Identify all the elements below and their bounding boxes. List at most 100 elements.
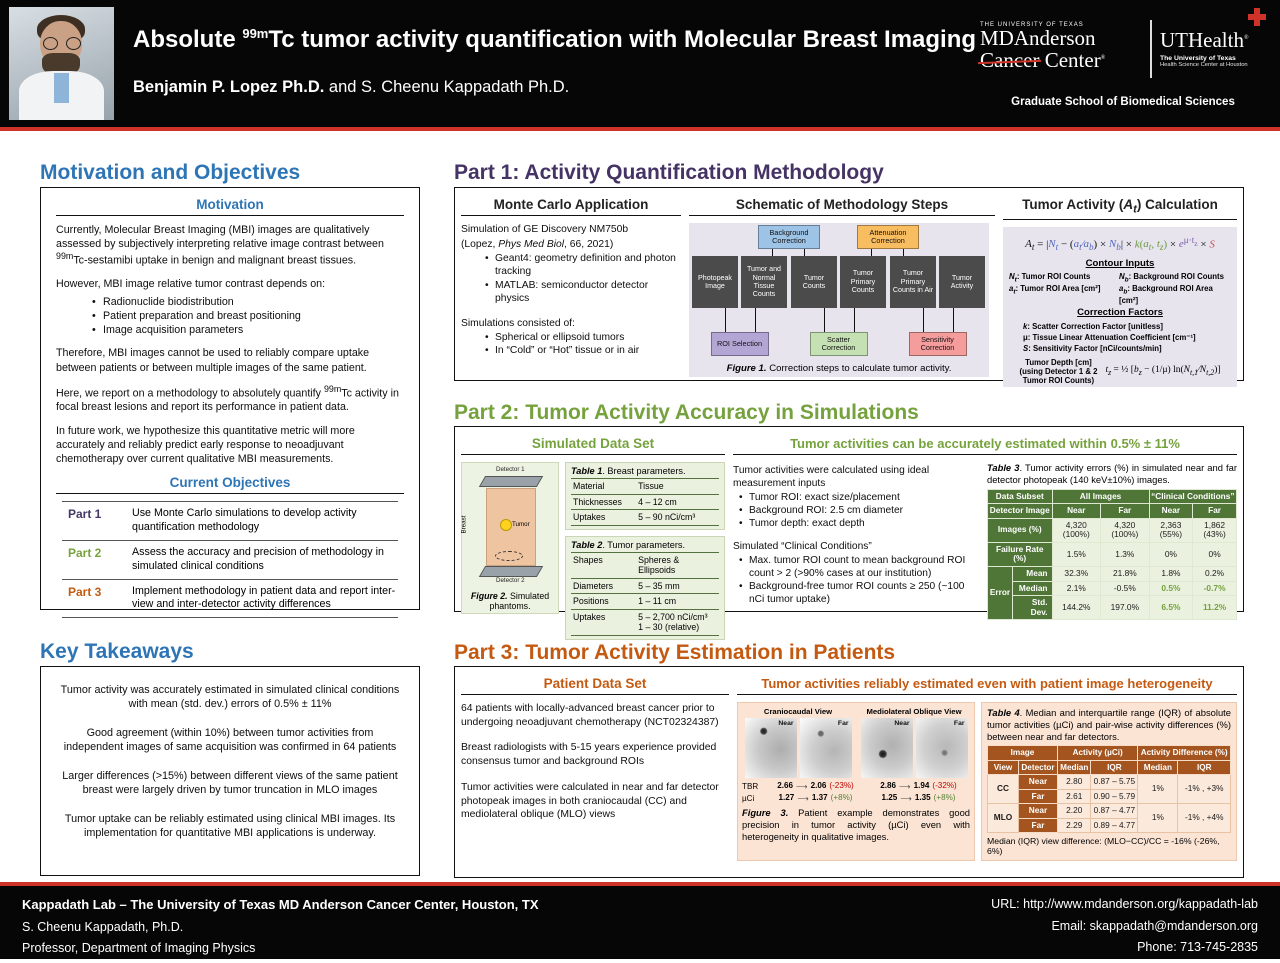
motivation-paragraph: Here, we report on a methodology to abso… bbox=[56, 383, 399, 414]
arrow-icon: ⟶ bbox=[796, 782, 808, 791]
patient-data-paragraph: 64 patients with locally-advanced breast… bbox=[461, 703, 719, 728]
diff-iqr-cell: -1% , +3% bbox=[1177, 774, 1231, 805]
patient-data-paragraph: Breast radiologists with 5-15 years expe… bbox=[461, 742, 717, 768]
takeaway-item: Tumor uptake can be reliably estimated u… bbox=[64, 812, 396, 840]
image-label: Near bbox=[778, 720, 794, 727]
objective-text: Implement methodology in patient data an… bbox=[132, 584, 396, 611]
param-name: Diameters bbox=[571, 577, 637, 594]
bullet-item: Patient preparation and breast positioni… bbox=[92, 309, 404, 323]
table-row: Images (%)4,320 (100%)4,320 (100%)2,363 … bbox=[987, 517, 1237, 543]
part2-results-panel: Tumor activities can be accurately estim… bbox=[733, 433, 1238, 621]
contour-input: at: Tumor ROI Area [cm²] bbox=[1009, 284, 1101, 296]
takeaway-item: Tumor activity was accurately estimated … bbox=[60, 684, 400, 711]
col-header: Far bbox=[1100, 503, 1150, 519]
data-cell: 0% bbox=[1192, 541, 1237, 567]
bullet-item: Radionuclide biodistribution bbox=[92, 295, 404, 309]
value-pct: (-32%) bbox=[932, 781, 957, 790]
data-cell: 197.0% bbox=[1100, 595, 1150, 621]
param-name: Positions bbox=[571, 593, 637, 610]
image-label: Far bbox=[953, 720, 965, 727]
bullet-item: In “Cold” or “Hot” tissue or in air bbox=[485, 344, 681, 358]
objective-part-label: Part 2 bbox=[68, 545, 102, 560]
figure3-caption: Figure 3. Patient example demonstrates g… bbox=[742, 807, 970, 842]
bullet-item: Tumor depth: exact depth bbox=[739, 517, 979, 531]
divider bbox=[733, 454, 1237, 455]
bullet-item: Geant4: geometry definition and photon t… bbox=[485, 252, 681, 279]
ut-small-text: THE UNIVERSITY OF TEXAS bbox=[980, 22, 1084, 28]
flow-correction-box: Background Correction bbox=[758, 225, 820, 249]
col-header: Detector Image bbox=[987, 503, 1053, 519]
flow-step-box: Tumor Primary Counts in Air bbox=[890, 256, 936, 308]
bullet-item: Background ROI: 2.5 cm diameter bbox=[739, 504, 979, 518]
data-cell: 144.2% bbox=[1051, 595, 1102, 621]
takeaway-item: Good agreement (within 10%) between tumo… bbox=[63, 726, 397, 754]
uthealth-logo: UTHealth® The University of Texas Health… bbox=[1160, 8, 1266, 68]
row-label: µCi bbox=[742, 793, 755, 803]
median-cell: 2.20 bbox=[1056, 803, 1092, 819]
divider bbox=[56, 492, 404, 494]
arrow-icon: ⟶ bbox=[797, 794, 809, 803]
tumor-label: Tumor bbox=[512, 521, 530, 528]
flow-step-box: Tumor Activity bbox=[939, 256, 985, 308]
value-from: 2.66 bbox=[777, 781, 794, 790]
objective-part-label: Part 1 bbox=[68, 506, 102, 521]
uthealth-subline2: Health Science Center at Houston bbox=[1160, 62, 1248, 68]
footer-text: URL: http://www.mdanderson.org/kappadath… bbox=[991, 897, 1258, 911]
param-name: Material bbox=[571, 478, 637, 495]
photo-glasses bbox=[66, 37, 81, 50]
divider bbox=[689, 215, 995, 216]
patient-data-paragraph: Tumor activities were calculated in near… bbox=[461, 781, 719, 821]
median-cell: 2.80 bbox=[1056, 774, 1092, 790]
footer-text: Professor, Department of Imaging Physics bbox=[22, 941, 256, 955]
table2-caption: Table 2. Tumor parameters. bbox=[571, 539, 686, 550]
diff-median-cell: 1% bbox=[1137, 803, 1179, 834]
value-to: 1.94 bbox=[913, 781, 930, 790]
uthealth-subline1: The University of Texas bbox=[1160, 55, 1236, 62]
data-cell: 21.8% bbox=[1100, 565, 1150, 582]
row-label: Std. Dev. bbox=[1012, 595, 1053, 621]
table4-caption: Table 4. Median and interquartile range … bbox=[987, 707, 1231, 742]
col-header: Activity Difference (%) bbox=[1137, 745, 1231, 761]
flow-connector bbox=[952, 308, 954, 332]
detector1-label: Detector 1 bbox=[496, 466, 525, 473]
col-header: Image bbox=[987, 745, 1058, 761]
motivation-heading: Motivation bbox=[196, 197, 264, 212]
breast-label: Breast bbox=[460, 515, 468, 534]
mbi-image: Far bbox=[915, 718, 968, 778]
part3-results-banner: Tumor activities reliably estimated even… bbox=[761, 676, 1213, 691]
header: Absolute 99mTc tumor activity quantifica… bbox=[0, 0, 1280, 127]
divider bbox=[461, 215, 681, 216]
value-pct: (+8%) bbox=[933, 793, 956, 802]
uthealth-wordmark: UTHealth® bbox=[1160, 28, 1249, 52]
monte-carlo-bullets: Geant4: geometry definition and photon t… bbox=[485, 252, 681, 306]
row-label: Images (%) bbox=[987, 517, 1053, 543]
data-cell: 1.3% bbox=[1100, 541, 1150, 567]
footer-left: Kappadath Lab – The University of Texas … bbox=[22, 897, 538, 963]
footer-text: Email: skappadath@mdanderson.org bbox=[1051, 918, 1258, 933]
iqr-cell: 0.87 – 5.75 bbox=[1090, 774, 1139, 790]
data-cell: 4,320 (100%) bbox=[1051, 517, 1102, 543]
col-header: Detector bbox=[1018, 759, 1058, 776]
detector-cell: Near bbox=[1018, 803, 1058, 819]
median-cell: 2.61 bbox=[1056, 788, 1092, 805]
flow-connector bbox=[823, 308, 825, 332]
col-header: Activity (µCi) bbox=[1056, 745, 1139, 761]
value-segment: 2.66⟶2.06(-23%) bbox=[764, 781, 867, 791]
